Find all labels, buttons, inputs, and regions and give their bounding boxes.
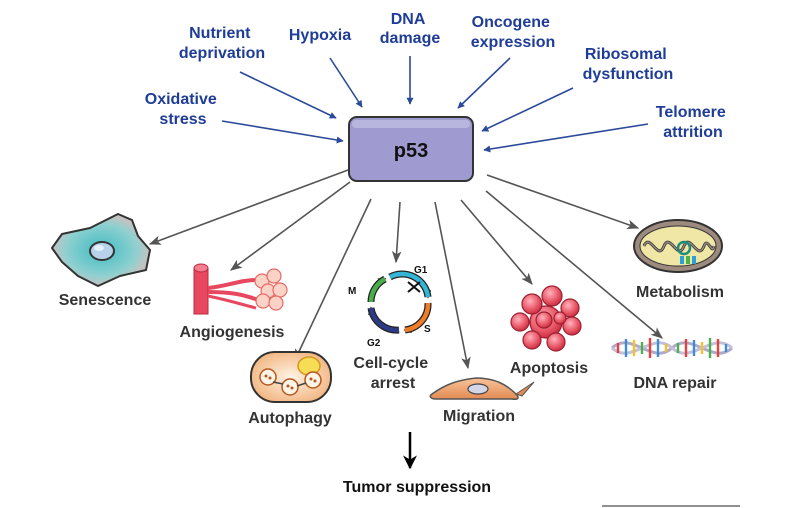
arrow-ribosomal <box>481 87 574 132</box>
outcome-arrows <box>148 169 663 370</box>
arrow-senescence <box>148 169 349 245</box>
arrow-hypoxia <box>329 57 363 108</box>
arrow-metabolism <box>486 174 640 229</box>
cell-cycle-block-mark <box>407 281 421 293</box>
label-tumor-suppression: Tumor suppression <box>343 479 491 496</box>
cell-cycle-wheel-icon: G1 S G2 M <box>348 265 432 349</box>
arrow-telomere <box>483 123 649 153</box>
phase-s: S <box>424 324 431 335</box>
autophagy-cell-icon <box>250 351 332 403</box>
phase-g1: G1 <box>414 265 428 276</box>
p53-box <box>348 116 474 182</box>
label-hypoxia: Hypoxia <box>289 27 351 44</box>
stress-arrows <box>221 56 649 153</box>
label-senescence: Senescence <box>59 292 152 309</box>
arrow-oxidative <box>221 120 344 144</box>
label-ribosomal-dysfunction: Ribosomal dysfunction <box>583 46 674 83</box>
migration-cell-icon <box>429 377 535 400</box>
arrow-autophagy <box>294 198 372 362</box>
label-dna-repair: DNA repair <box>634 375 717 392</box>
senescence-cell-icon <box>51 213 151 287</box>
angiogenesis-vessel-icon <box>193 263 288 315</box>
arrow-cell-cycle <box>391 201 402 264</box>
label-oxidative-stress: Oxidative stress <box>145 91 221 128</box>
label-apoptosis: Apoptosis <box>510 360 588 377</box>
dna-helix-icon <box>610 338 734 358</box>
arrow-apoptosis <box>460 199 533 285</box>
apoptosis-cell-icon <box>510 285 582 352</box>
phase-g2: G2 <box>367 338 381 349</box>
label-telomere-attrition: Telomere attrition <box>656 104 730 141</box>
label-oncogene-expression: Oncogene expression <box>471 14 555 51</box>
label-dna-damage: DNA damage <box>380 11 441 47</box>
label-autophagy: Autophagy <box>248 410 332 427</box>
outcome-labels: Senescence Angiogenesis Autophagy Cell-c… <box>59 284 724 427</box>
arrow-migration <box>434 201 471 370</box>
arrow-oncogene <box>457 57 511 109</box>
label-cell-cycle-arrest: Cell-cycle arrest <box>353 355 432 392</box>
phase-m: M <box>348 286 356 297</box>
label-nutrient-deprivation: Nutrient deprivation <box>179 25 265 62</box>
arrow-angiogenesis <box>230 181 351 271</box>
label-migration: Migration <box>443 408 515 425</box>
stressor-labels: Nutrient deprivation Hypoxia DNA damage … <box>145 11 730 141</box>
p53-label: p53 <box>394 140 428 162</box>
label-angiogenesis: Angiogenesis <box>180 324 285 341</box>
p53-hub: p53 <box>348 116 474 182</box>
label-metabolism: Metabolism <box>636 284 724 301</box>
mitochondrion-icon <box>633 219 723 273</box>
arrow-dna-repair <box>485 190 663 339</box>
arrow-nutrient <box>239 71 337 119</box>
